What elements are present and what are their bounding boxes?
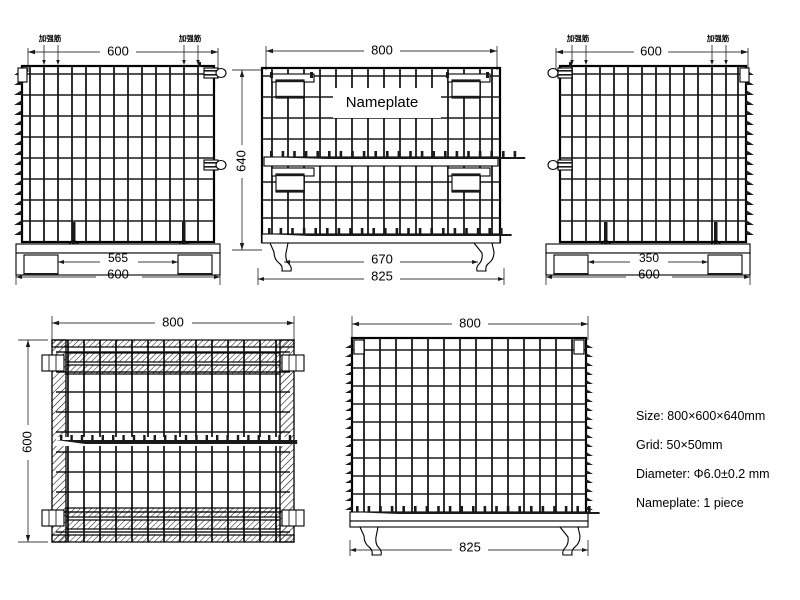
bottom-rail-comb [261, 228, 512, 244]
leg-rear-left [359, 526, 382, 556]
rear-corner-fitting-tr [573, 339, 585, 355]
hinge-bracket-front-top-left [270, 72, 315, 99]
annotation-reinforcing-rib-right-1: 加强筋 [566, 33, 590, 65]
view-right-side-elevation: 600 加强筋 加强筋 [545, 33, 754, 285]
dim-label-right-top: 600 [640, 43, 662, 58]
plan-corner-fitting-br [281, 509, 305, 527]
hinge-bracket-front-mid-left [271, 167, 315, 193]
specification-block: Size: 800×600×640mm Grid: 50×50mm Diamet… [636, 402, 800, 518]
spec-line-diameter: Diameter: Φ6.0±0.2 mm [636, 467, 770, 481]
edge-sawtooth-right [746, 70, 754, 235]
mesh-vertical-wires [571, 66, 739, 242]
dimension-right-bottom-350: 350 [588, 251, 708, 265]
dim-label-rear-800: 800 [459, 315, 481, 330]
dim-label-rear-825: 825 [459, 539, 481, 554]
view-top-plan: 800 600 [18, 314, 305, 543]
dimension-front-top-800: 800 [265, 42, 498, 70]
mesh-horizontal-wires [352, 349, 586, 495]
spec-line-size: Size: 800×600×640mm [636, 409, 766, 423]
plan-inner-rails [65, 352, 281, 530]
rear-corner-fitting-tl [353, 339, 365, 355]
dim-label-front-640: 640 [233, 150, 248, 172]
pallet-base-right [545, 243, 751, 276]
corner-fitting-right-top [739, 67, 750, 83]
plan-corner-fitting-bl [41, 509, 65, 527]
mid-rail-comb [263, 151, 526, 167]
dim-label-plan-600: 600 [19, 431, 34, 453]
dim-label-left-top: 600 [107, 43, 129, 58]
dimension-right-top-600: 600 [555, 43, 749, 72]
mesh-vertical-wires [363, 338, 573, 520]
dimension-plan-left-600: 600 [18, 339, 48, 543]
dimension-rear-top-800: 800 [351, 315, 589, 340]
plan-corner-fitting-tr [281, 354, 305, 372]
hinge-bracket-front-top-right [446, 72, 491, 99]
rib-label-text: 加强筋 [178, 33, 202, 43]
hinge-fitting-left-mid [547, 159, 573, 171]
hinge-fitting-right-top [198, 62, 227, 79]
leg-rear-right [558, 526, 581, 556]
edge-sawtooth-rear-right [586, 344, 593, 510]
dimension-front-bottom-825: 825 [257, 268, 505, 285]
edge-sawtooth-left [14, 70, 22, 235]
dimension-front-left-640: 640 [232, 69, 262, 251]
mesh-horizontal-wires [22, 73, 214, 222]
dimension-rear-bottom-825: 825 [349, 539, 589, 556]
hinge-fitting-right-mid [203, 159, 227, 171]
dimension-left-top-600: 600 [27, 43, 219, 72]
corner-fitting-left-top [17, 67, 28, 83]
pallet-base-left [15, 243, 221, 276]
dim-label-right-600: 600 [638, 266, 660, 281]
dim-label-front-825: 825 [371, 268, 393, 283]
view-front-elevation: 800 640 [232, 42, 526, 285]
hinge-fitting-left-top [547, 62, 573, 79]
leg-front-left [269, 242, 292, 272]
dim-label-right-350: 350 [639, 251, 659, 265]
dimension-front-bottom-670: 670 [284, 251, 478, 266]
dim-label-left-600: 600 [107, 266, 129, 281]
edge-sawtooth-rear-left [345, 344, 352, 510]
dimension-right-bottom-600: 600 [545, 266, 751, 285]
mesh-horizontal-wires [560, 73, 746, 222]
mesh-vertical-wires [29, 66, 199, 242]
nameplate: Nameplate [333, 88, 441, 118]
plan-center-comb [56, 435, 298, 446]
annotation-reinforcing-rib-left-1: 加强筋 [38, 33, 62, 65]
plan-corner-fitting-tl [41, 354, 65, 372]
rib-label-text: 加强筋 [706, 33, 730, 43]
annotation-reinforcing-rib-right-2: 加强筋 [706, 33, 730, 65]
dimension-left-bottom-565: 565 [58, 251, 178, 265]
dim-label-front-800: 800 [371, 42, 393, 57]
rib-label-text: 加强筋 [38, 33, 62, 43]
hinge-bracket-front-mid-right [447, 167, 491, 193]
dim-label-plan-800: 800 [162, 314, 184, 329]
spec-line-nameplate: Nameplate: 1 piece [636, 496, 744, 510]
annotation-reinforcing-rib-left-2: 加强筋 [178, 33, 202, 65]
nameplate-label: Nameplate [346, 94, 419, 111]
view-rear-elevation: 800 [345, 315, 600, 556]
leg-front-right [472, 242, 495, 272]
dimension-left-bottom-600: 600 [15, 266, 221, 285]
dimension-plan-top-800: 800 [51, 314, 295, 340]
view-left-side-elevation: 600 加强筋 加强筋 [14, 33, 227, 285]
dim-label-left-565: 565 [108, 251, 128, 265]
dim-label-front-670: 670 [371, 251, 393, 266]
rear-bottom-comb [349, 506, 600, 528]
rib-label-text: 加强筋 [566, 33, 590, 43]
spec-line-grid: Grid: 50×50mm [636, 438, 723, 452]
